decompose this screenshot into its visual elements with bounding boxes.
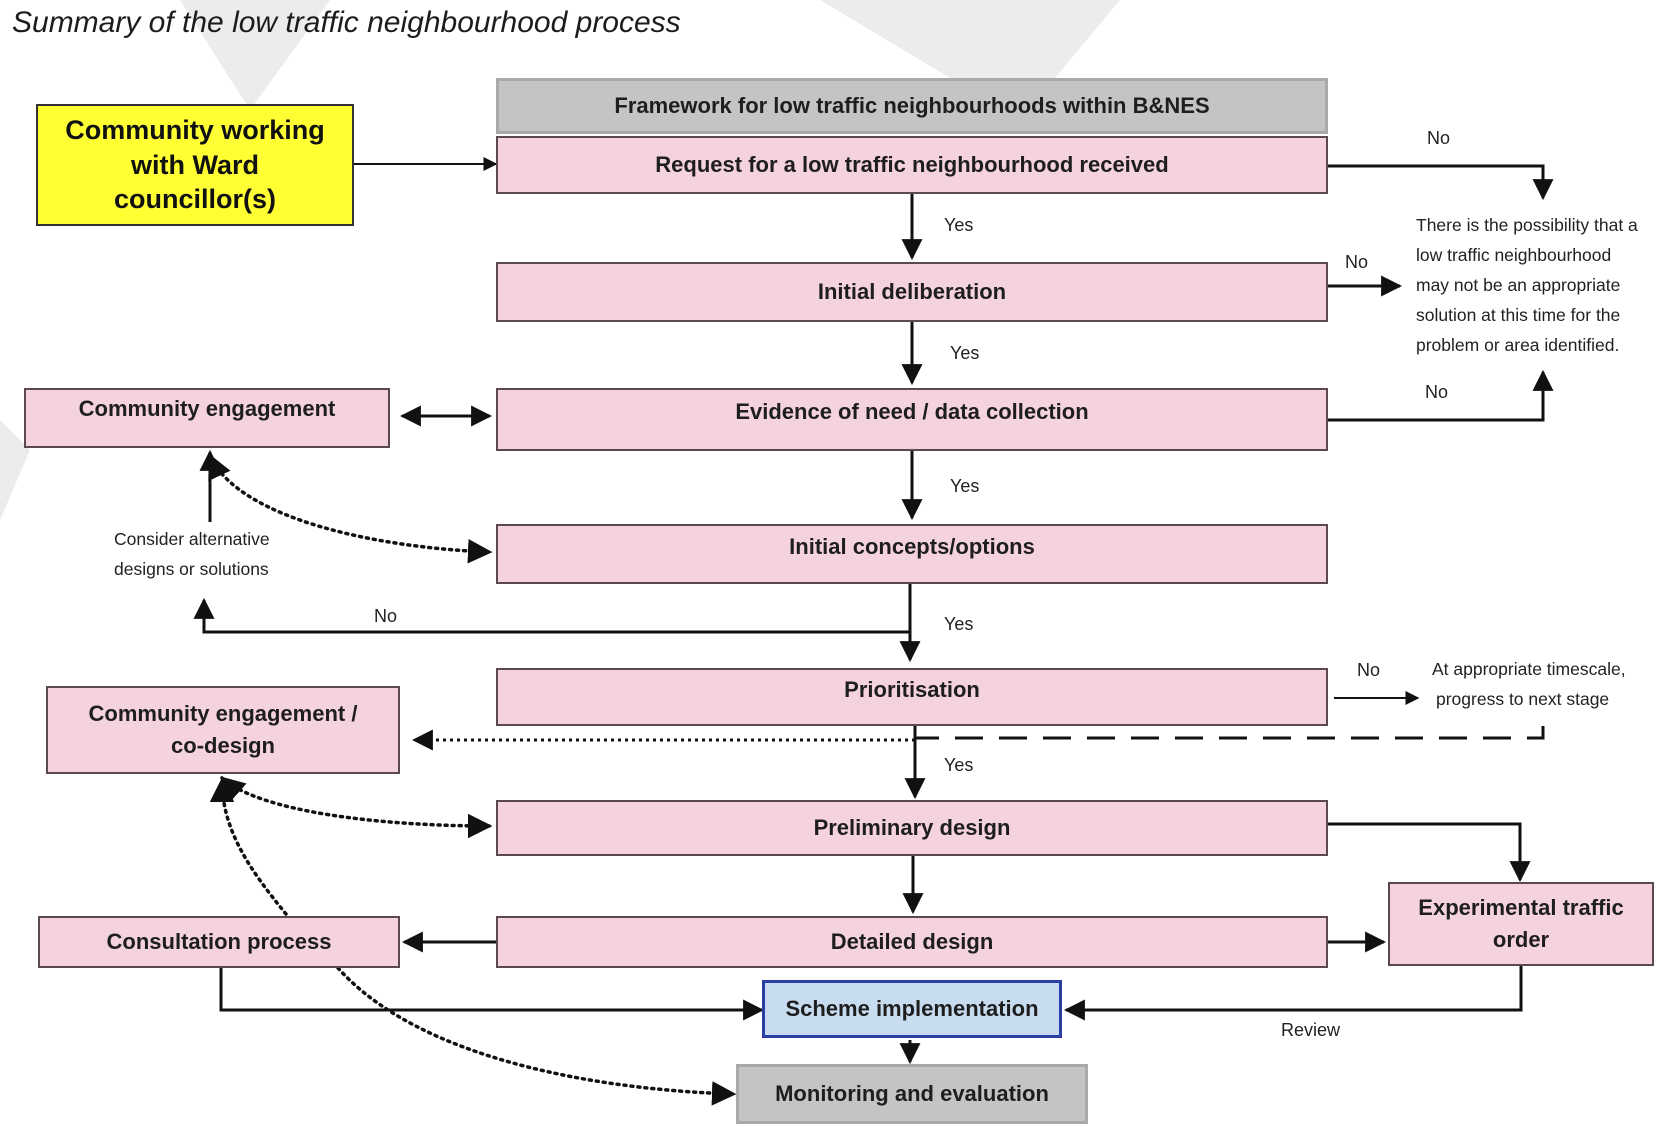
note-line: solution at this time for the <box>1416 305 1621 325</box>
note-line: There is the possibility that a <box>1416 215 1638 235</box>
label-yes: Yes <box>950 343 980 363</box>
label-no: No <box>1345 252 1369 272</box>
label-yes: Yes <box>944 614 974 634</box>
arrow-concepts-no <box>193 597 910 634</box>
arrow-request-no <box>1323 164 1554 201</box>
monitoring-box: Monitoring and evaluation <box>736 1064 1088 1124</box>
label-yes: Yes <box>950 476 980 496</box>
note-line: may not be an appropriate <box>1416 275 1621 295</box>
dotted-codesign-preliminary <box>220 776 493 839</box>
note-line: designs or solutions <box>114 559 269 579</box>
arrow-consultation-to-scheme <box>219 968 765 1021</box>
note-line: progress to next stage <box>1436 689 1610 709</box>
label-no: No <box>1357 660 1381 680</box>
label-yes: Yes <box>944 755 974 775</box>
dashed-timescale-return <box>915 726 1545 740</box>
dotted-engagement-concepts <box>208 453 493 564</box>
arrow-evidence-no <box>1323 369 1554 422</box>
dotted-consultation-monitoring <box>336 966 737 1106</box>
label-no: No <box>1425 382 1449 402</box>
initial-concepts-box: Initial concepts/options <box>496 524 1328 584</box>
consultation-box: Consultation process <box>38 916 400 968</box>
request-box: Request for a low traffic neighbourhood … <box>496 136 1328 194</box>
arrow-preliminary-to-experimental <box>1328 822 1531 883</box>
scheme-implementation-box: Scheme implementation <box>762 980 1062 1038</box>
codesign-line-2: co-design <box>171 733 275 758</box>
codesign-line-1: Community engagement / <box>88 701 358 727</box>
note-line: Consider alternative <box>114 529 270 549</box>
detailed-design-box: Detailed design <box>496 916 1328 968</box>
dotted-consultation-codesign <box>209 777 288 916</box>
not-appropriate-note: There is the possibility that a low traf… <box>1416 210 1638 360</box>
experimental-line-1: Experimental traffic <box>1418 895 1624 921</box>
note-line: problem or area identified. <box>1416 335 1620 355</box>
label-review: Review <box>1281 1020 1341 1040</box>
note-line: At appropriate timescale, <box>1432 659 1626 679</box>
prioritisation-box: Prioritisation <box>496 668 1328 726</box>
label-yes: Yes <box>944 215 974 235</box>
note-line: low traffic neighbourhood <box>1416 245 1612 265</box>
preliminary-design-box: Preliminary design <box>496 800 1328 856</box>
arrow-experimental-to-scheme <box>1063 966 1523 1021</box>
community-codesign-box: Community engagement / co-design <box>46 686 400 774</box>
alternative-note: Consider alternative designs or solution… <box>114 524 270 584</box>
page-title: Summary of the low traffic neighbourhood… <box>12 6 681 39</box>
evidence-box: Evidence of need / data collection <box>496 388 1328 451</box>
community-engagement-box: Community engagement <box>24 388 390 448</box>
timescale-note: At appropriate timescale, progress to ne… <box>1432 654 1626 714</box>
community-ward-box: Community working with Ward councillor(s… <box>36 104 354 226</box>
label-no: No <box>1427 128 1451 148</box>
initial-deliberation-box: Initial deliberation <box>496 262 1328 322</box>
experimental-line-2: order <box>1492 927 1550 952</box>
label-no: No <box>374 606 398 626</box>
framework-box: Framework for low traffic neighbourhoods… <box>496 78 1328 134</box>
experimental-order-box: Experimental traffic order <box>1388 882 1654 966</box>
